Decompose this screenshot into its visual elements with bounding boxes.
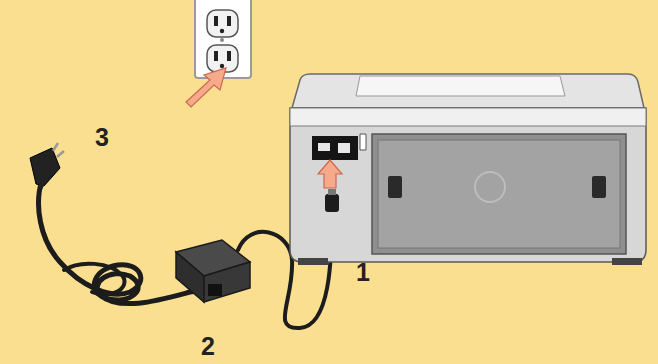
foot [298, 258, 328, 265]
door-panel [378, 140, 620, 248]
latch [592, 176, 606, 198]
ground-hole [220, 64, 224, 68]
ac-cord [39, 180, 205, 304]
insert-arrow [186, 68, 226, 107]
tab [360, 134, 366, 150]
ac-plug [30, 143, 64, 188]
printer-band [290, 108, 646, 126]
plug-body [325, 194, 339, 212]
slot [214, 51, 218, 61]
foot [612, 258, 642, 265]
adapter-front [204, 262, 250, 302]
receptacle [207, 10, 238, 37]
cord-coil [64, 264, 125, 295]
callout-number: 1 [356, 260, 370, 285]
cord [39, 180, 205, 304]
dc-plug [325, 189, 339, 212]
outlet-plate [195, 0, 251, 78]
power-port [318, 143, 330, 151]
callout-number: 3 [95, 125, 109, 150]
rear-access-door [372, 134, 626, 254]
adapter-side [176, 252, 204, 302]
logo-emblem [475, 172, 505, 202]
adapter-socket [208, 284, 222, 296]
printer-body [290, 108, 646, 262]
printer-top [292, 74, 644, 108]
ground-hole [220, 29, 224, 33]
receptacle [207, 45, 238, 72]
port-panel [312, 136, 358, 160]
insert-arrow [318, 160, 342, 188]
latch [388, 176, 402, 198]
screw [220, 38, 224, 42]
plug-strain [40, 176, 46, 188]
prong [53, 143, 64, 157]
usb-port [338, 143, 350, 153]
callout-number: 2 [201, 334, 215, 359]
slot [227, 51, 231, 61]
wall-outlet [195, 0, 251, 78]
slot [214, 16, 218, 26]
printer [290, 74, 646, 265]
printer-lid [356, 76, 565, 96]
plug-tip [328, 189, 336, 195]
slot [227, 16, 231, 26]
